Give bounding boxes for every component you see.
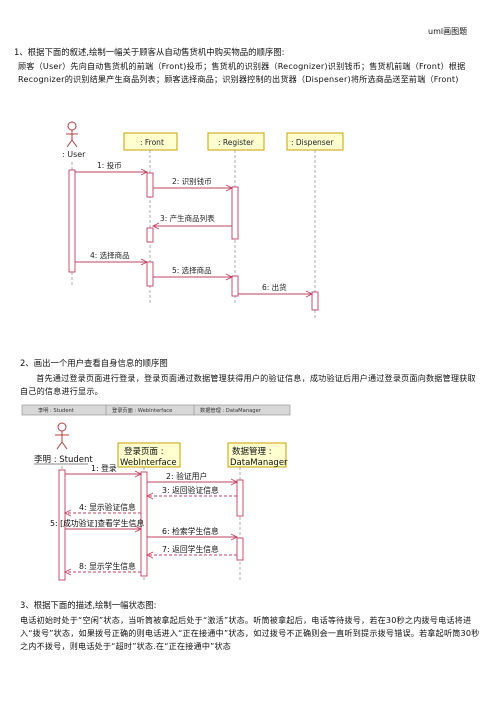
webinterface-object-line1: 登录页面 : [124,446,164,457]
question-1-body: 顾客（User）先向自动售货机的前端（Front)投币；售货机的识别器（Reco… [18,61,466,84]
student-info-sequence-diagram: 李明 : Student 登录页面 : WebInterface 数据管理 : … [21,404,291,581]
q2-message-8: 8: 显示学生信息 [79,561,136,571]
student-activation [58,469,66,581]
page-header-label: uml画图题 [428,27,468,36]
question-2-title: 2、画出一个用户查看自身信息的顺序图 [20,358,168,368]
message-4: 4: 选择商品 [90,250,130,260]
q2-message-3: 3: 返回验证信息 [162,485,219,495]
student-actor-icon [55,422,69,450]
user-actor-label: : User [62,150,86,159]
q2-message-5: 5: [成功验证]查看学生信息 [50,518,144,528]
datamanager-object-line2: DataManager [230,458,288,468]
question-3-title: 3、根据下面的描述,绘制一幅状态图: [20,600,157,610]
front-activation-2 [146,227,154,243]
q2-message-4: 4: 显示验证信息 [79,502,136,512]
front-object: : Front [123,132,178,151]
register-activation-1 [231,186,239,240]
question-1-title: 1、根据下面的叙述,绘制一幅关于顾客从自动售货机中购买物品的顺序图: [14,47,285,57]
register-object: : Register [207,132,265,151]
dispenser-object: : Dispenser [286,132,344,151]
header-cell-datamanager: 数据管理 : DataManager [200,406,262,414]
webinterface-activation [140,471,148,577]
message-2: 2: 识别钱币 [172,176,212,186]
header-cell-webinterface: 登录页面 : WebInterface [112,406,172,414]
message-3: 3: 产生商品列表 [160,213,215,223]
datamanager-object: 数据管理 : DataManager [227,442,288,468]
user-activation [68,169,76,273]
q2-message-6: 6: 检索学生信息 [162,526,219,536]
q2-message-2: 2: 验证用户 [166,471,207,481]
question-2-body: 首先通过登录页面进行登录，登录页面通过数据管理获得用户的验证信息，成功验证后用户… [20,373,476,396]
webinterface-object: 登录页面 : WebInterface [117,442,181,468]
front-activation-3 [146,261,154,287]
student-actor-label: 李明 : Student [34,454,93,465]
dispenser-object-label: : Dispenser [291,138,334,147]
register-activation-2 [231,275,239,297]
dispenser-activation [311,291,319,311]
front-object-label: : Front [140,138,164,147]
header-cell-student: 李明 : Student [38,406,74,414]
webinterface-object-line2: WebInterface [120,458,177,468]
question-3-body: 电话初始时处于“空闲”状态，当听筒被拿起后处于“激活”状态。听筒被拿起后，电话等… [20,615,480,651]
datamanager-object-line1: 数据管理 : [232,446,272,457]
user-actor-icon [66,121,78,148]
q2-message-7: 7: 返回学生信息 [162,544,219,554]
vending-sequence-diagram: : User : Front : Register : Dispenser [62,121,344,318]
front-activation-1 [146,172,154,198]
register-object-label: : Register [218,138,255,147]
message-1: 1: 投币 [97,160,122,170]
message-5: 5: 选择商品 [172,265,212,275]
datamanager-activation-2 [236,537,244,561]
datamanager-activation-1 [236,479,244,517]
q2-message-1: 1: 登录 [91,463,117,473]
message-6: 6: 出货 [262,282,287,292]
